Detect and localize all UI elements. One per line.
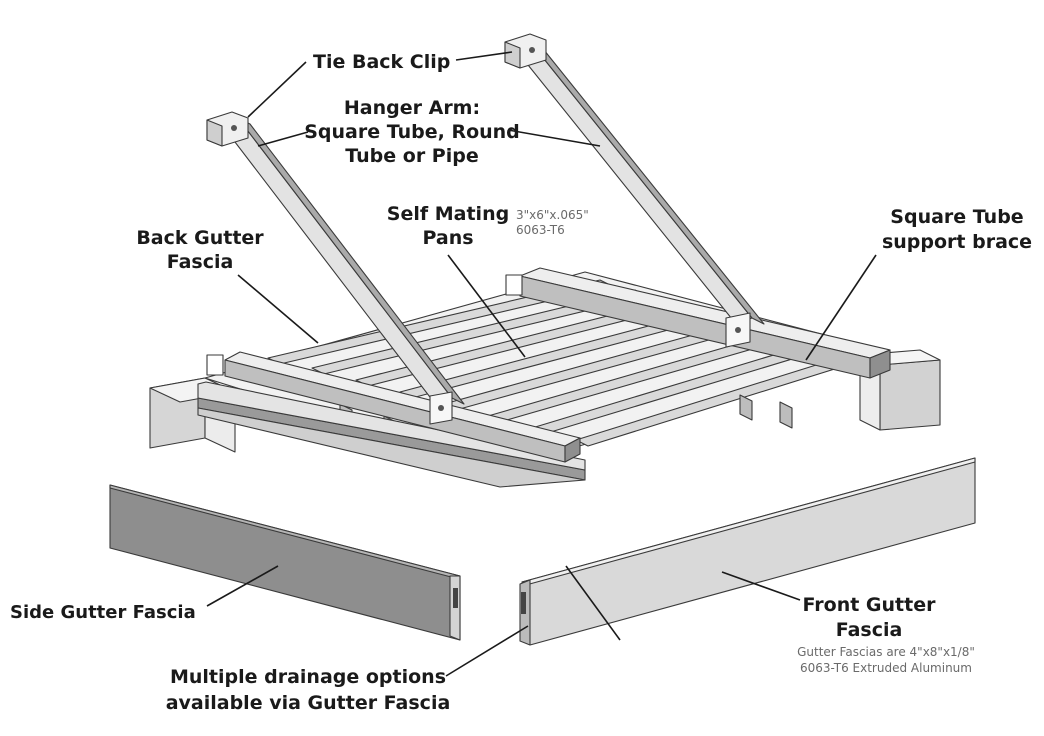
label-pan-spec-line1: 3"x6"x.065" [516,208,589,222]
label-back-gutter-fascia-line2: Fascia [167,251,234,273]
label-side-gutter-fascia: Side Gutter Fascia [10,602,196,623]
label-fascia-spec-line2: 6063-T6 Extruded Aluminum [800,661,972,675]
label-square-tube-line2: support brace [882,231,1032,253]
square-tube-brace-right [505,267,891,379]
side-gutter-fascia-panel [109,484,461,641]
label-hanger-arm-line1: Hanger Arm: [344,97,480,119]
square-tube-brace-left [206,351,581,463]
label-tie-back-clip: Tie Back Clip [313,51,450,73]
label-self-mating-pans-line1: Self Mating [387,203,509,225]
label-self-mating-pans-line2: Pans [422,227,473,249]
label-square-tube-line1: Square Tube [890,206,1023,228]
label-hanger-arm-line2: Square Tube, Round [304,121,520,143]
label-pan-spec-line2: 6063-T6 [516,223,565,237]
label-fascia-spec-line1: Gutter Fascias are 4"x8"x1/8" [797,645,975,659]
awning-assembly [149,33,941,488]
front-gutter-fascia-panel [519,457,976,646]
label-drainage-line2: available via Gutter Fascia [166,692,451,714]
label-front-gutter-fascia-line2: Fascia [836,619,903,641]
tie-back-clip-right [504,33,547,69]
label-front-gutter-fascia-line1: Front Gutter [803,594,937,616]
leader-lines [206,51,877,677]
label-back-gutter-fascia-line1: Back Gutter [136,227,264,249]
label-hanger-arm-line3: Tube or Pipe [345,145,478,167]
front-channel [197,381,586,488]
label-drainage-line1: Multiple drainage options [170,666,446,688]
tie-back-clip-left [206,111,249,147]
